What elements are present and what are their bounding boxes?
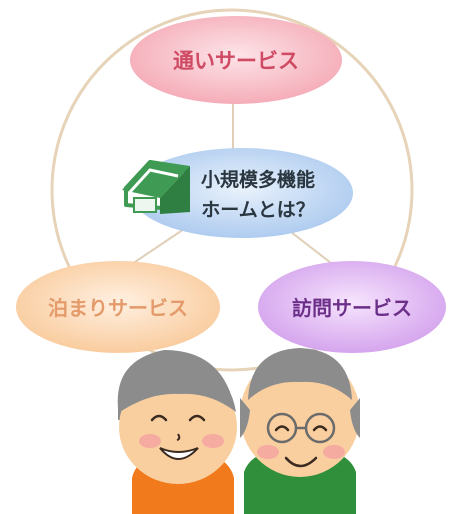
center-label-line1: 小規模多機能 [201,168,315,191]
grandfather-illustration [240,348,360,514]
commute-service-node: 通いサービス [130,16,342,104]
visit-service-node: 訪問サービス [258,261,446,353]
overnight-service-label: 泊まりサービス [48,296,188,320]
service-ring [50,8,414,372]
house-icon [122,160,190,214]
commute-service-label: 通いサービス [173,49,299,73]
center-label-line2: ホームとは？ [201,199,314,221]
visit-service-label: 訪問サービス [292,296,412,320]
grandmother-illustration [117,350,237,514]
overnight-service-node: 泊まりサービス [16,261,220,353]
